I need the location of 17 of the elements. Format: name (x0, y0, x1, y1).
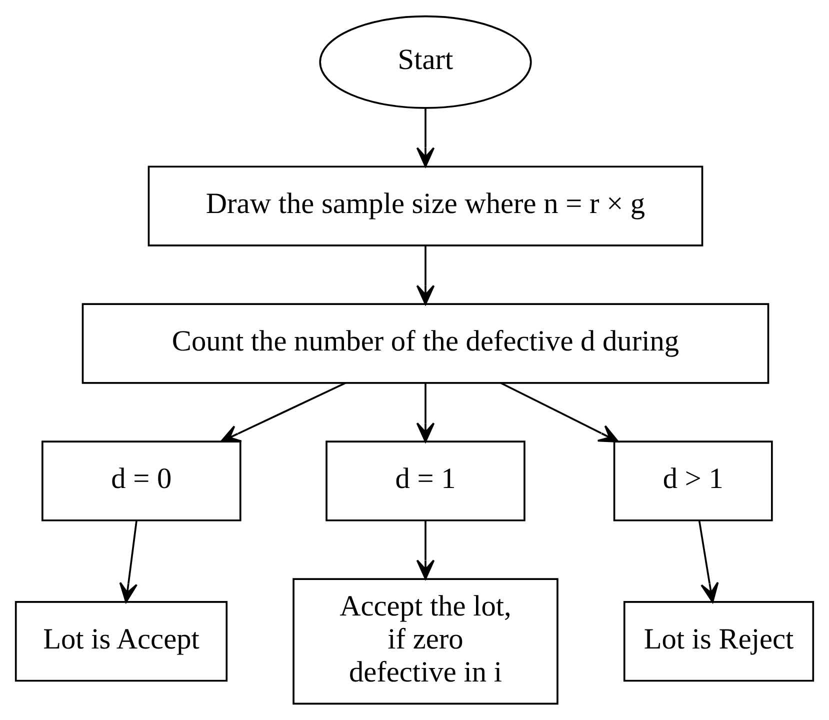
arrow (416, 520, 435, 580)
node-box: Lot is Reject (623, 601, 814, 682)
node-box: Accept the lot, if zero defective in i (292, 578, 558, 705)
node-box: Draw the sample size where n = r × g (148, 166, 704, 246)
arrow (416, 246, 435, 305)
arrow (500, 382, 619, 442)
arrow (119, 520, 138, 603)
node-box: d = 1 (326, 440, 526, 522)
node-box: d = 0 (42, 440, 242, 522)
node-box: Lot is Accept (14, 601, 228, 682)
arrow (416, 383, 435, 442)
arrow (416, 108, 435, 168)
arrow (698, 520, 719, 603)
node-box: Count the number of the defective d during (82, 303, 770, 384)
node-ellipse: Start (319, 15, 532, 109)
node-box: d > 1 (613, 440, 773, 522)
arrow (220, 382, 346, 442)
